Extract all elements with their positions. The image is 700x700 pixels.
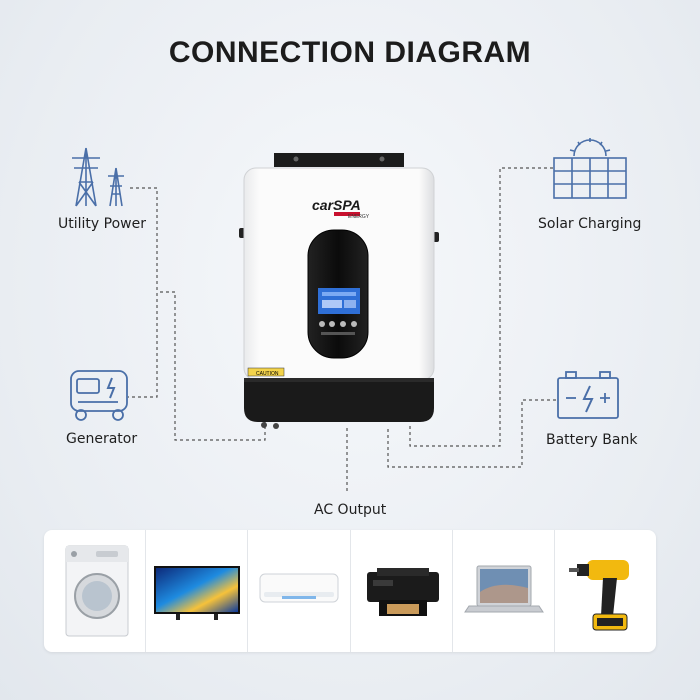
utility-power-label: Utility Power (58, 216, 146, 232)
inverter-device: carSPA ENERGY CAUTION (239, 153, 439, 429)
washing-machine-icon (65, 545, 129, 637)
page-title: CONNECTION DIAGRAM (168, 36, 532, 69)
laptop-cell (453, 530, 555, 652)
laptop-icon (463, 565, 544, 613)
television-icon (154, 566, 241, 620)
ac-output-label: AC Output (314, 502, 387, 518)
brand-logo: carSPA (312, 197, 361, 213)
power-drill-cell (555, 530, 656, 652)
battery-line (387, 399, 556, 468)
air-conditioner-cell (248, 530, 351, 652)
washing-machine-cell (44, 530, 147, 652)
brand-subtext: ENERGY (348, 214, 370, 220)
battery-icon (557, 371, 619, 419)
printer-cell (351, 530, 453, 652)
utility-power-line (128, 187, 158, 398)
printer-icon (366, 568, 439, 616)
generator-icon (70, 370, 128, 421)
solar-line (409, 167, 553, 447)
appliance-strip (44, 530, 656, 652)
caution-label: CAUTION (256, 371, 279, 377)
battery-bank-label: Battery Bank (546, 432, 638, 448)
television-cell (146, 530, 249, 652)
air-conditioner-icon (259, 573, 339, 603)
solar-charging-label: Solar Charging (538, 216, 642, 232)
power-tower-icon (72, 147, 124, 207)
power-drill-icon (568, 560, 629, 631)
generator-line (160, 291, 266, 441)
solar-panel-icon (553, 138, 627, 199)
generator-label: Generator (66, 431, 138, 447)
